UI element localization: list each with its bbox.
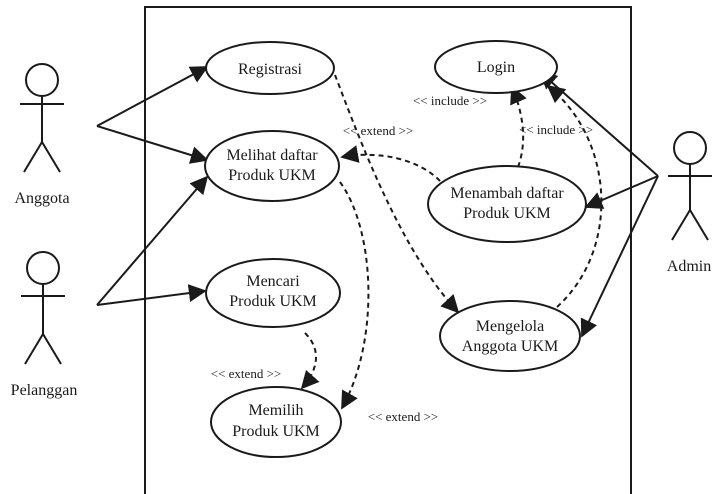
extend-label-left: << extend >> — [211, 366, 281, 381]
assoc-admin-menambah — [584, 175, 659, 209]
use-case-login: Login — [434, 40, 558, 94]
use-case-melihat-label-2: Produk UKM — [228, 167, 316, 184]
include-menambah-login — [510, 85, 527, 168]
actor-anggota-label: Anggota — [14, 190, 69, 207]
system-boundary — [144, 6, 632, 494]
extend-mencari-memilih — [300, 332, 320, 390]
assoc-admin-mengelola — [580, 175, 659, 338]
actor-admin-head — [673, 131, 707, 165]
use-case-mengelola-label-1: Mengelola — [476, 318, 544, 335]
include-mengelola-login — [546, 84, 603, 308]
use-case-melihat-label-1: Melihat daftar — [226, 147, 318, 164]
use-case-mencari-label-2: Produk UKM — [229, 293, 317, 310]
use-case-login-label: Login — [477, 59, 515, 76]
extend-label-top: << extend >> — [343, 123, 413, 138]
assoc-pelanggan-melihat — [96, 175, 209, 306]
extend-registrasi-mengelola — [334, 74, 460, 314]
use-case-mengelola: Mengelola Anggota UKM — [439, 300, 581, 372]
use-case-memilih-label-2: Produk UKM — [232, 423, 320, 440]
use-case-menambah: Menambah daftar Produk UKM — [427, 165, 587, 243]
include-label-2: << include >> — [519, 122, 593, 137]
actor-pelanggan-label: Pelanggan — [11, 382, 78, 399]
use-case-menambah-label-2: Produk UKM — [463, 205, 551, 222]
use-case-registrasi-label: Registrasi — [238, 61, 303, 78]
use-case-mengelola-label-2: Anggota UKM — [462, 338, 558, 355]
use-case-mencari: Mencari Produk UKM — [205, 258, 341, 328]
actor-admin-label: Admin — [667, 258, 711, 275]
actor-anggota-head — [25, 63, 59, 97]
assoc-pelanggan-mencari — [96, 284, 207, 306]
use-case-memilih-label-1: Memilih — [248, 402, 303, 419]
include-label-1: << include >> — [413, 93, 487, 108]
assoc-anggota-registrasi — [96, 66, 209, 127]
use-case-mencari-label-1: Mencari — [246, 273, 300, 290]
actor-pelanggan-head — [26, 251, 60, 285]
extend-menambah-melihat — [340, 145, 441, 182]
assoc-anggota-melihat — [96, 125, 209, 164]
use-case-registrasi: Registrasi — [205, 41, 335, 95]
actor-admin: Admin — [667, 131, 712, 275]
actor-pelanggan: Pelanggan — [11, 251, 78, 399]
actor-anggota: Anggota — [14, 63, 70, 207]
use-case-melihat: Melihat daftar Produk UKM — [204, 130, 340, 202]
extend-label-right: << extend >> — [368, 409, 438, 424]
extend-melihat-memilih — [339, 181, 370, 410]
use-case-memilih: Memilih Produk UKM — [210, 386, 342, 458]
use-case-menambah-label-1: Menambah daftar — [450, 185, 564, 202]
